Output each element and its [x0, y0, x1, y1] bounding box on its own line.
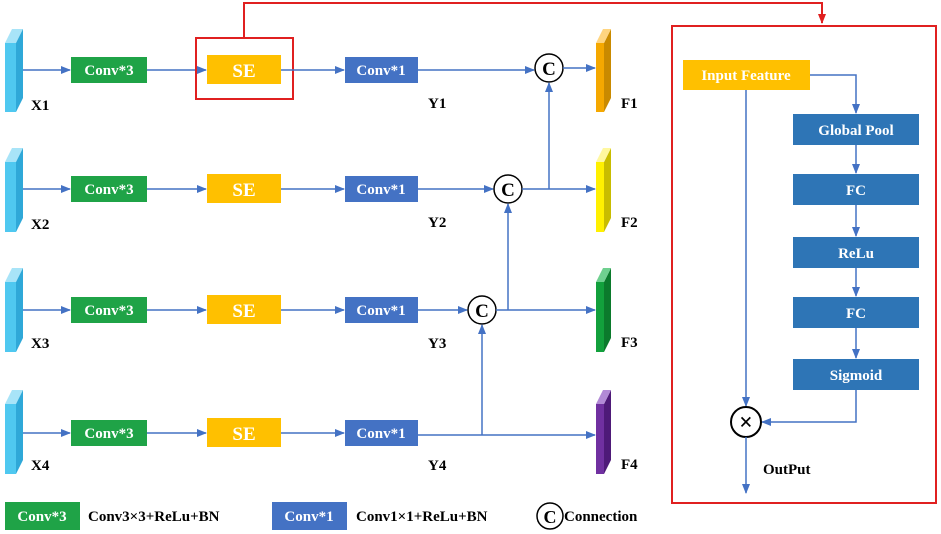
legend-connection-desc: Connection: [564, 509, 638, 525]
y-label-2: Y2: [428, 215, 446, 231]
legend-connection-symbol: C: [544, 507, 557, 527]
se-label-4: SE: [232, 424, 255, 445]
conv1-box-3: [345, 297, 418, 323]
se-box-3: [207, 295, 281, 324]
legend-conv1-box-label: Conv*1: [284, 509, 333, 525]
sigmoid-box: [793, 359, 919, 390]
se-label-2: SE: [232, 180, 255, 201]
output-slab-f1: [596, 43, 604, 112]
input-slab-x4-top: [5, 390, 23, 404]
output-slab-f3-top: [596, 268, 611, 282]
input-feature-box: [683, 60, 810, 90]
output-slab-f1-top: [596, 29, 611, 43]
input-slab-x1-face: [16, 29, 23, 112]
input-slab-x2-top: [5, 148, 23, 162]
conv3-label-3: Conv*3: [84, 303, 133, 319]
conv3-label-2: Conv*3: [84, 182, 133, 198]
arrow-input-globalpool: [810, 74, 860, 114]
legend-conv3-box-label: Conv*3: [17, 509, 66, 525]
input-label-x4: X4: [31, 458, 50, 474]
legend-conv3-desc: Conv3×3+ReLu+BN: [88, 509, 220, 525]
legend-conv3-box: [5, 502, 80, 530]
conv3-box-4: [71, 420, 147, 446]
input-slab-x4: [5, 404, 16, 474]
se-label-1: SE: [232, 61, 255, 82]
conv1-label-1: Conv*1: [356, 63, 405, 79]
input-slab-x1: [5, 29, 23, 43]
fc-box-1: [793, 174, 919, 205]
fc-label-2: FC: [846, 306, 866, 322]
legend: Conv*3 Conv3×3+ReLu+BN Conv*1 Conv1×1+Re…: [5, 502, 638, 530]
se-box-2: [207, 174, 281, 203]
input-label-x2: X2: [31, 217, 49, 233]
f-label-1: F1: [621, 96, 638, 112]
se-detail-panel: Input Feature Global Pool FC ReLu FC Sig…: [671, 25, 937, 504]
row-4: X4 Conv*3 SE Conv*1 Y4 F4: [5, 324, 638, 474]
y-label-4: Y4: [428, 458, 447, 474]
output-slab-f2-face: [604, 148, 611, 232]
output-slab-f2: [596, 162, 604, 232]
se-box-4: [207, 418, 281, 447]
arrow-sigmoid-multiply: [761, 390, 857, 426]
output-slab-f2-top: [596, 148, 611, 162]
conv1-box-2: [345, 176, 418, 202]
output-slab-f4-face: [604, 390, 611, 474]
output-slab-f4: [596, 404, 604, 474]
se-detail-connector: [243, 2, 826, 38]
connection-symbol-2: C: [501, 180, 515, 201]
conv3-box-1: [71, 57, 147, 83]
connection-symbol-1: C: [542, 59, 556, 80]
se-detail-frame: [671, 25, 937, 504]
legend-conv1-desc: Conv1×1+ReLu+BN: [356, 509, 488, 525]
legend-conv1-box: [272, 502, 347, 530]
relu-label: ReLu: [838, 246, 874, 262]
input-slab-x4-face: [16, 390, 23, 474]
f-label-2: F2: [621, 215, 638, 231]
conv1-box-4: [345, 420, 418, 446]
input-slab-x3: [5, 282, 16, 352]
output-label: OutPut: [763, 462, 811, 478]
fc-box-2: [793, 297, 919, 328]
conv1-label-2: Conv*1: [356, 182, 405, 198]
conv1-label-3: Conv*1: [356, 303, 405, 319]
output-slab-f3: [596, 282, 604, 352]
se-label-3: SE: [232, 301, 255, 322]
input-label-x1: X1: [31, 98, 49, 114]
conv1-box-1: [345, 57, 418, 83]
y-label-1: Y1: [428, 96, 446, 112]
global-pool-label: Global Pool: [818, 123, 893, 139]
f-label-3: F3: [621, 335, 638, 351]
conv3-box-3: [71, 297, 147, 323]
row-2: X2 Conv*3 SE Conv*1 Y2 C F2: [5, 82, 638, 233]
input-label-x3: X3: [31, 336, 49, 352]
input-slab-x3-top: [5, 268, 23, 282]
row-1: X1 Conv*3 SE Conv*1 Y1 C F1: [5, 29, 638, 114]
output-slab-f1-face: [604, 29, 611, 112]
output-slab-f3-face: [604, 268, 611, 352]
se-box-1: [207, 55, 281, 84]
input-slab-x2: [5, 162, 16, 232]
output-slab-f4-top: [596, 390, 611, 404]
conv1-label-4: Conv*1: [356, 426, 405, 442]
global-pool-box: [793, 114, 919, 145]
legend-connection-node: [536, 502, 564, 530]
input-slab-x3-face: [16, 268, 23, 352]
sigmoid-label: Sigmoid: [830, 368, 883, 384]
y-label-3: Y3: [428, 336, 446, 352]
connection-symbol-3: C: [475, 301, 489, 322]
f-label-4: F4: [621, 457, 638, 473]
conv3-label-1: Conv*3: [84, 63, 133, 79]
fc-label-1: FC: [846, 183, 866, 199]
input-slab-x1-front: [5, 43, 16, 112]
row-3: X3 Conv*3 SE Conv*1 Y3 C F3: [5, 203, 638, 352]
input-slab-x2-face: [16, 148, 23, 232]
input-feature-label: Input Feature: [701, 68, 791, 84]
multiply-symbol: ×: [739, 410, 753, 436]
conv3-label-4: Conv*3: [84, 426, 133, 442]
relu-box: [793, 237, 919, 268]
conv3-box-2: [71, 176, 147, 202]
